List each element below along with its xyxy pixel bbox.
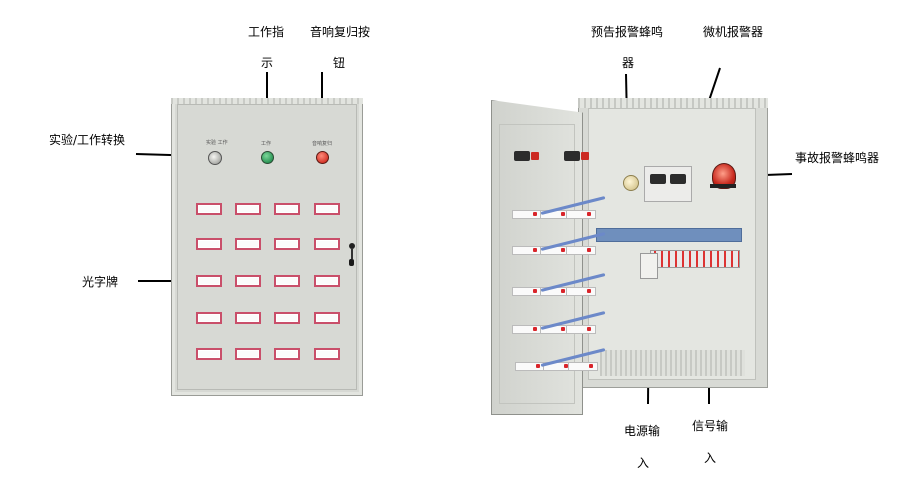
label-pre-alarm-buzzer-1: 预告报警蜂鸣 [591, 25, 664, 39]
light-plate [196, 238, 222, 250]
relay-module [568, 362, 598, 371]
label-test-work-switch: 实验/工作转换 [49, 133, 126, 147]
cabinet-body-vent [578, 98, 768, 108]
relay-module [566, 246, 596, 255]
light-plate [196, 275, 222, 287]
light-plate [235, 312, 261, 324]
sound-reset-button[interactable] [316, 151, 329, 164]
connector-2 [670, 174, 686, 184]
label-signal-input-2: 入 [704, 451, 717, 465]
test-work-switch-knob[interactable] [208, 151, 222, 165]
door-switch-right [564, 151, 580, 161]
label-pre-alarm-buzzer-2: 器 [622, 56, 635, 70]
label-power-input-2: 入 [637, 456, 650, 470]
light-plate [314, 348, 340, 360]
light-plate [274, 348, 300, 360]
relay-module [512, 246, 542, 255]
label-sound-reset-2: 钮 [333, 56, 346, 70]
label-signal-input-1: 信号输 [692, 419, 729, 433]
lock-head [349, 243, 355, 249]
light-plate [274, 312, 300, 324]
switch-caption: 实验 工作 [206, 140, 228, 146]
light-plate [314, 275, 340, 287]
door-lock[interactable] [349, 243, 355, 269]
label-microcomputer-alarm: 微机报警器 [703, 25, 764, 39]
relay-module [512, 325, 542, 334]
light-plate [235, 275, 261, 287]
lock-key [349, 259, 354, 266]
signal-terminal-strip [650, 250, 740, 268]
din-rail [596, 228, 742, 242]
door-inner-panel [499, 124, 575, 404]
label-work-indicator-2: 示 [261, 56, 274, 70]
lock-stem [351, 249, 353, 259]
relay-module [566, 325, 596, 334]
microcomputer-alarm-unit [644, 166, 692, 202]
relay-module [512, 210, 542, 219]
work-indicator-lamp [261, 151, 274, 164]
connector-1 [650, 174, 666, 184]
cabinet-interior [588, 108, 756, 380]
label-sound-reset-1: 音响复归按 [310, 25, 371, 39]
light-plate [196, 312, 222, 324]
door-switch-left [514, 151, 530, 161]
relay-module [512, 287, 542, 296]
light-plate [274, 275, 300, 287]
door-switch-red-left [531, 152, 539, 160]
reset-button-caption: 音响复归 [312, 141, 333, 147]
light-plate [235, 348, 261, 360]
light-plate [235, 203, 261, 215]
label-light-panel: 光字牌 [82, 275, 119, 289]
light-plate [314, 203, 340, 215]
work-lamp-caption: 工作 [261, 141, 272, 147]
light-plate [314, 312, 340, 324]
label-work-indicator-1: 工作指 [248, 25, 285, 39]
pre-alarm-buzzer [623, 175, 639, 191]
light-plate [235, 238, 261, 250]
siren-base [710, 184, 736, 188]
label-power-input-1: 电源输 [624, 424, 661, 438]
cabinet-front-door [177, 104, 357, 390]
relay-module [566, 287, 596, 296]
power-input-module [640, 253, 658, 279]
label-fault-alarm-buzzer: 事故报警蜂鸣器 [795, 151, 880, 165]
light-plate [196, 348, 222, 360]
relay-module [566, 210, 596, 219]
light-plate [314, 238, 340, 250]
light-plate [196, 203, 222, 215]
light-plate [274, 203, 300, 215]
cabinet-floor-vent [600, 350, 745, 376]
cabinet-front-vent [171, 98, 363, 104]
light-plate [274, 238, 300, 250]
door-switch-red-right [581, 152, 589, 160]
